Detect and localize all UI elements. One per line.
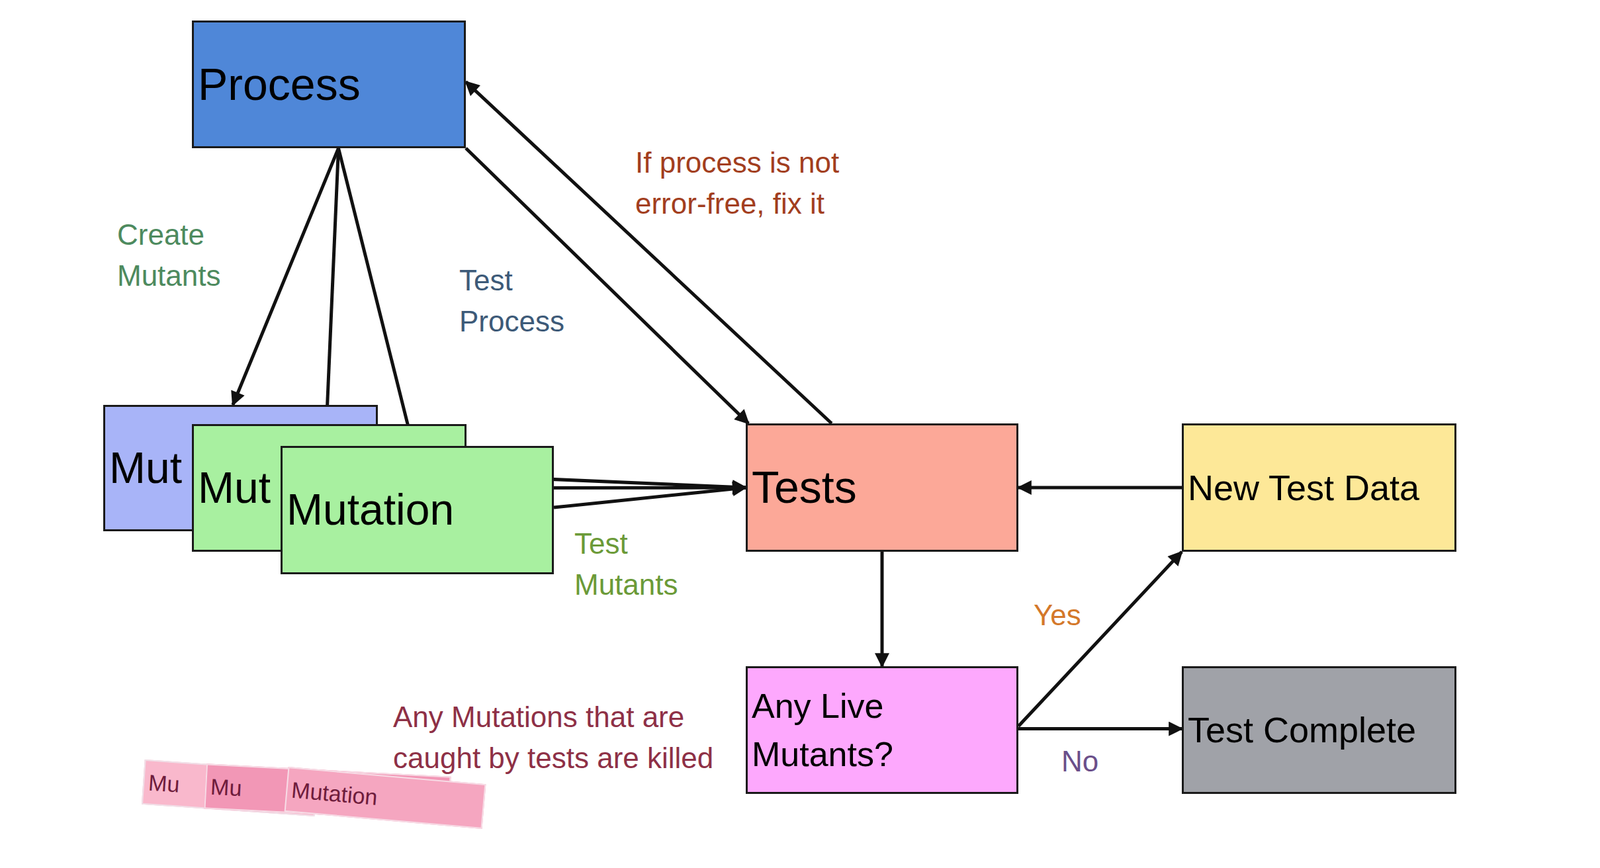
mutant-box: Mutation [280, 445, 554, 575]
killed-mutant: Mutation [284, 766, 487, 830]
arrow-connector [338, 148, 414, 446]
arrow-connector [232, 148, 339, 405]
node-text: Tests [751, 460, 857, 515]
node-text: New Test Data [1187, 466, 1420, 510]
arrow-connector [1018, 551, 1182, 727]
node-text: Mu [147, 768, 181, 799]
edge-label: Create Mutants [117, 214, 240, 297]
arrow-connector [553, 487, 746, 508]
end-box: Test Complete [1181, 666, 1457, 795]
edge-label: Yes [1033, 594, 1121, 636]
tests-box: Tests [745, 423, 1019, 552]
data-box: New Test Data [1181, 423, 1457, 552]
edge-label: Test Process [459, 260, 582, 343]
edge-label: No [1061, 741, 1149, 783]
node-text: Mut [109, 442, 182, 495]
decision-box: Any Live Mutants? [745, 666, 1019, 795]
node-text: Test Complete [1187, 708, 1417, 752]
process-box: Process [191, 20, 466, 149]
edge-label: Test Mutants [574, 523, 697, 606]
node-text: Process [197, 57, 361, 112]
node-text: Mutation [286, 483, 454, 536]
node-text: Any Live Mutants? [751, 682, 959, 779]
arrow-connector [465, 82, 832, 424]
arrow-connector [1018, 727, 1182, 731]
node-text: Mu [209, 772, 243, 802]
arrow-connector [1018, 486, 1182, 490]
node-text: Mutation [290, 776, 379, 811]
note-text: Any Mutations that are caught by tests a… [393, 696, 722, 779]
edge-label: If process is not error-free, fix it [635, 142, 857, 225]
arrow-connector [326, 148, 339, 425]
node-text: Mut [197, 461, 271, 515]
arrow-connector [880, 551, 885, 667]
